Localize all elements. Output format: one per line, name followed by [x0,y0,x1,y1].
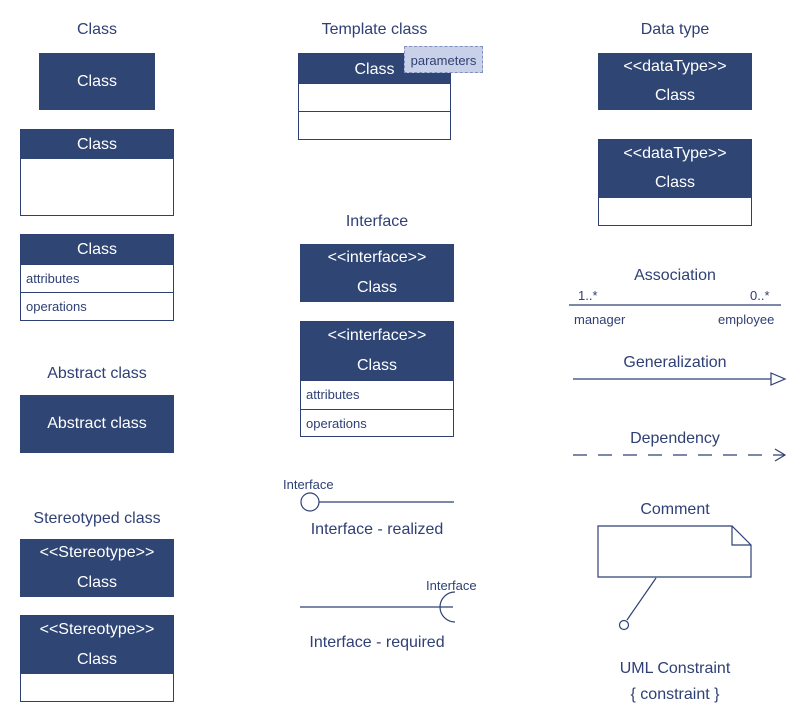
template-caption: Template class [321,21,428,38]
interface-name: Class [356,357,397,374]
class-empty-shape[interactable]: Class [20,129,174,216]
stereotyped-class-1[interactable]: <<Stereotype>> Class [20,539,174,597]
class-full-shape[interactable]: Class attributes operations [20,234,174,321]
required-interface-label: Interface [426,578,477,593]
dependency-caption: Dependency [630,430,720,447]
datatype-2-header: <<dataType>> Class [599,140,751,198]
class-caption: Class [76,21,117,38]
required-caption: Interface - required [309,634,445,651]
association-left-role: manager [574,312,626,327]
stereotyped-caption: Stereotyped class [33,510,161,527]
constraint-caption: UML Constraint [619,660,731,677]
interface-stereotype: <<interface>> [327,327,427,344]
interface-2-operations: operations [301,409,453,438]
association-left-multiplicity: 1..* [578,288,598,303]
realized-interface-circle [300,492,320,512]
interface-2-header: <<interface>> Class [301,322,453,380]
comment-caption: Comment [640,501,710,518]
realized-interface-label: Interface [283,477,334,492]
datatype-stereotype: <<dataType>> [623,58,727,75]
class-empty-header: Class [21,130,173,159]
interface-shape-2[interactable]: <<interface>> Class attributes operation… [300,321,454,437]
constraint-connector-end [618,619,630,631]
class-full-header: Class [21,235,173,264]
interface-2-attributes: attributes [301,380,453,409]
abstract-class-shape[interactable]: Abstract class [20,395,174,453]
association-right-multiplicity: 0..* [750,288,770,303]
realized-caption: Interface - realized [310,521,444,538]
class-simple-name: Class [76,73,117,90]
datatype-name: Class [654,174,695,191]
datatype-name: Class [654,87,695,104]
stereotyped-class-name: Class [76,574,117,591]
class-full-attributes: attributes [21,264,173,292]
constraint-text: { constraint } [630,686,720,703]
association-caption: Association [634,267,716,284]
interface-caption: Interface [345,213,409,230]
generalization-caption: Generalization [623,354,727,371]
template-parameters-box[interactable]: parameters [404,46,483,73]
template-class-row-1 [299,83,450,111]
datatype-shape-2[interactable]: <<dataType>> Class [598,139,752,226]
abstract-class-name: Abstract class [47,415,147,432]
class-simple-shape[interactable]: Class [39,53,155,110]
stereotype-label: <<Stereotype>> [39,544,155,561]
class-full-operations: operations [21,292,173,320]
datatype-caption: Data type [640,21,710,38]
comment-note-fold [731,526,751,546]
interface-stereotype: <<interface>> [327,249,427,266]
stereotyped-class-name: Class [76,651,117,668]
generalization-arrowhead [770,372,787,386]
comment-text: Comment [606,544,676,561]
template-class-row-2 [299,111,450,139]
stereotyped-class-2[interactable]: <<Stereotype>> Class [20,615,174,702]
dependency-arrowhead [774,448,787,462]
datatype-stereotype: <<dataType>> [623,145,727,162]
constraint-connector-line [626,577,657,621]
required-interface-socket [439,591,456,623]
stereotyped-class-2-header: <<Stereotype>> Class [21,616,173,674]
association-right-role: employee [718,312,775,327]
interface-name: Class [356,279,397,296]
datatype-shape-1[interactable]: <<dataType>> Class [598,53,752,110]
abstract-caption: Abstract class [47,365,147,382]
stereotype-label: <<Stereotype>> [39,621,155,638]
interface-shape-1[interactable]: <<interface>> Class [300,244,454,302]
